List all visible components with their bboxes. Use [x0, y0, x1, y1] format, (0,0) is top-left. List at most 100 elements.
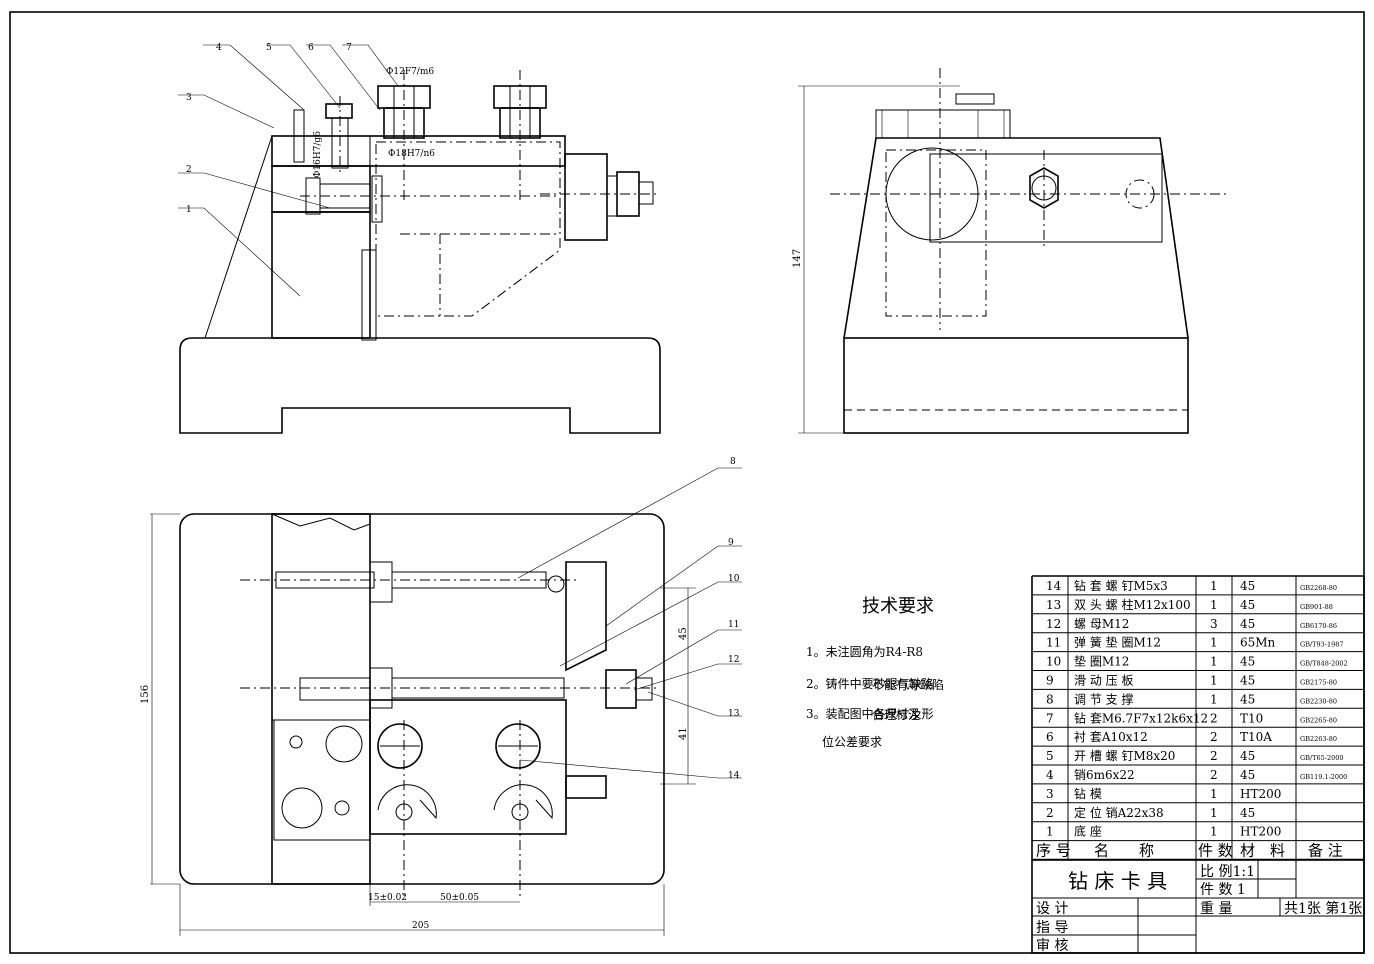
drawing-border	[9, 11, 1365, 954]
bom-row-no: 8	[1046, 692, 1054, 706]
bom-row-standard: GB2265-80	[1300, 716, 1337, 724]
bom-row-name: 双 头 螺 柱M12x100	[1074, 597, 1191, 612]
bom-row-material: 45	[1240, 806, 1255, 820]
balloon-7: 7	[346, 43, 352, 53]
bom-header-note: 备 注	[1308, 842, 1343, 860]
drawing-name: 钻 床 卡 具	[1068, 869, 1167, 893]
title-block: 钻 床 卡 具 比 例1:1 件 数 1 重 量 共1张 第1张 设 计 指 导…	[1031, 859, 1365, 954]
bom-row-no: 11	[1046, 636, 1061, 650]
balloon-3: 3	[186, 93, 192, 103]
bom-row-qty: 1	[1210, 636, 1218, 650]
bom-header-no: 序 号	[1036, 842, 1071, 860]
balloon-8: 8	[730, 457, 736, 467]
top-view-dims: 156 205 15±0.02 50±0.05 45 41	[140, 513, 696, 936]
bom-row-qty: 1	[1210, 579, 1218, 593]
bom-row-name: 滑 动 压 板	[1074, 674, 1133, 688]
balloon-14: 14	[728, 771, 740, 781]
bom-row-material: T10	[1240, 711, 1263, 725]
bom-row-name: 垫 圈M12	[1074, 654, 1129, 669]
design-label: 设 计	[1036, 901, 1068, 917]
bom-row-material: 45	[1240, 674, 1255, 688]
bom-row-no: 4	[1046, 768, 1054, 782]
bom-row-name: 钻 模	[1074, 786, 1102, 801]
balloon-2: 2	[186, 165, 192, 175]
dim-phi18: Φ18H7/n6	[388, 149, 435, 159]
balloon-9: 9	[728, 538, 734, 548]
bom-row-no: 10	[1046, 655, 1061, 669]
front-view-leaders	[178, 44, 399, 297]
bom-row-material: 45	[1240, 598, 1255, 612]
bom-row-no: 7	[1046, 711, 1054, 725]
count-label: 件 数 1	[1200, 882, 1246, 898]
balloon-12: 12	[728, 655, 739, 665]
bom-row-name: 钻 套M6.7F7x12k6x12	[1074, 710, 1208, 725]
technical-requirements: 技术要求 1。未注圆角为R4-R8 2。铸件中要砂眼气缺陷 不能有等缺陷 3。装…	[806, 596, 944, 749]
bom-row-standard: GB2230-80	[1300, 697, 1337, 705]
bom-row-qty: 2	[1210, 711, 1218, 725]
bom-row-material: 45	[1240, 692, 1255, 706]
balloon-6: 6	[308, 43, 314, 53]
tech-item-2: 2。铸件中要砂眼气缺陷	[806, 676, 934, 691]
bom-row-no: 9	[1046, 674, 1054, 688]
bom-row-standard: GB2263-80	[1300, 735, 1337, 743]
bom-row-name: 开 槽 螺 钉M8x20	[1074, 749, 1175, 763]
bom-row-name: 衬 套A10x12	[1074, 730, 1148, 744]
dim-50: 50±0.05	[440, 893, 479, 903]
bom-row-qty: 1	[1210, 655, 1218, 669]
bom-row-name: 钻 套 螺 钉M5x3	[1074, 578, 1168, 593]
tech-title: 技术要求	[862, 596, 934, 617]
balloon-1: 1	[186, 205, 192, 215]
bom-row-no: 12	[1046, 617, 1061, 631]
tech-item-4: 位公差要求	[822, 734, 882, 749]
bom-row-qty: 3	[1210, 617, 1218, 631]
bom-row-no: 2	[1046, 806, 1054, 820]
bom-row-material: 65Mn	[1240, 636, 1276, 650]
front-view	[179, 70, 661, 434]
tech-item-1: 1。未注圆角为R4-R8	[806, 644, 923, 659]
dim-41: 41	[678, 727, 689, 740]
bom-row-standard: GB119.1-2000	[1300, 773, 1347, 781]
bom-row-no: 13	[1046, 598, 1061, 612]
bom-row-material: HT200	[1240, 825, 1281, 839]
bom-row-standard: GB2268-80	[1300, 584, 1337, 592]
guide-label: 指 导	[1036, 920, 1068, 936]
balloon-4: 4	[216, 43, 222, 53]
sheets-label: 共1张 第1张	[1284, 900, 1362, 917]
bom-row-qty: 2	[1210, 749, 1218, 763]
bom-row-standard: GB/T65-2000	[1300, 754, 1344, 762]
bom-row-qty: 1	[1210, 825, 1218, 839]
bom-row-standard: GB6170-86	[1300, 622, 1337, 630]
tech-item-3-overlay: 合理标注	[872, 707, 920, 722]
bom-row-material: HT200	[1240, 787, 1281, 801]
bom-row-no: 3	[1046, 787, 1054, 801]
dim-phi12: Φ12F7/m6	[386, 67, 434, 77]
bom-row-name: 销6m6x22	[1074, 768, 1135, 782]
top-view	[179, 513, 665, 900]
weight-label: 重 量	[1200, 901, 1232, 917]
tech-item-3: 3。装配图中各尺寸及形	[806, 706, 934, 721]
bom-row-no: 1	[1046, 825, 1054, 839]
bom-row-qty: 1	[1210, 674, 1218, 688]
bom-row-qty: 2	[1210, 730, 1218, 744]
bom-row-material: 45	[1240, 768, 1255, 782]
balloon-10: 10	[728, 574, 740, 584]
balloon-numbers-front: 4 5 6 7 3 2 1	[186, 43, 352, 215]
bom-row-material: 45	[1240, 655, 1255, 669]
bom-row-qty: 1	[1210, 692, 1218, 706]
bom-row-name: 调 节 支 撑	[1074, 691, 1133, 706]
dim-15: 15±0.02	[368, 893, 407, 903]
dimension-147: 147	[792, 85, 960, 434]
bom-header-material: 材 料	[1240, 842, 1285, 860]
balloon-5: 5	[266, 43, 272, 53]
bom-row-name: 定 位 销A22x38	[1074, 805, 1164, 820]
dim-45: 45	[678, 627, 689, 640]
tech-item-2-overlay: 不能有等缺陷	[872, 677, 944, 692]
balloon-13: 13	[728, 709, 740, 719]
dim-147: 147	[792, 249, 803, 268]
scale-label: 比 例1:1	[1200, 864, 1255, 880]
bom-row-material: 45	[1240, 749, 1255, 763]
dim-156: 156	[140, 685, 151, 704]
bom-row-qty: 1	[1210, 598, 1218, 612]
balloon-numbers-top: 8 9 10 11 12 13 14	[728, 457, 740, 781]
